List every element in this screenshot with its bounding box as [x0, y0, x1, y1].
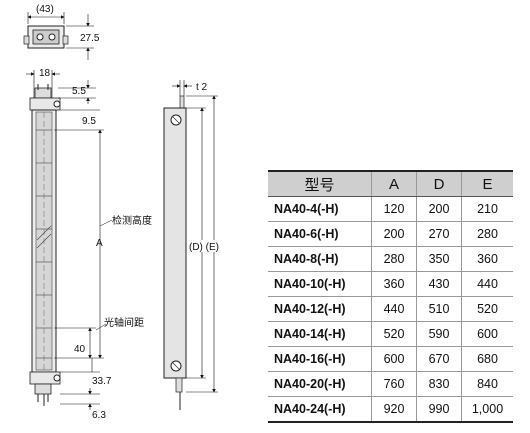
- dim-offset-5-5: 5.5: [72, 86, 86, 97]
- front-view: 18: [26, 68, 152, 421]
- table-row: NA40-8(-H) 280 350 360: [268, 246, 513, 272]
- table-row: NA40-16(-H) 600 670 680: [268, 346, 513, 372]
- cell-e: 840: [461, 371, 513, 397]
- table-row: NA40-14(-H) 520 590 600: [268, 321, 513, 347]
- cell-e: 440: [461, 271, 513, 297]
- cell-a: 920: [371, 396, 417, 423]
- cell-d: 510: [416, 296, 462, 322]
- cell-a: 360: [371, 271, 417, 297]
- dim-thickness: t 2: [196, 82, 208, 93]
- cell-d: 200: [416, 196, 462, 222]
- table-row: NA40-10(-H) 360 430 440: [268, 271, 513, 297]
- side-view: t 2 (D) (E): [163, 80, 224, 410]
- cell-a: 520: [371, 321, 417, 347]
- cell-d: 270: [416, 221, 462, 247]
- header-model: 型号: [268, 170, 372, 197]
- cell-d: 350: [416, 246, 462, 272]
- header-a: A: [371, 170, 417, 197]
- cell-model: NA40-14(-H): [268, 321, 372, 347]
- table-header-row: 型号 A D E: [268, 170, 513, 197]
- cell-e: 520: [461, 296, 513, 322]
- table-row: NA40-20(-H) 760 830 840: [268, 371, 513, 397]
- dim-top-height: 27.5: [80, 33, 100, 44]
- dim-a-label: A: [96, 238, 103, 249]
- cell-model: NA40-6(-H): [268, 221, 372, 247]
- table-row: NA40-4(-H) 120 200 210: [268, 196, 513, 222]
- cell-model: NA40-4(-H): [268, 196, 372, 222]
- cell-d: 830: [416, 371, 462, 397]
- cell-a: 200: [371, 221, 417, 247]
- cell-e: 1,000: [461, 396, 513, 423]
- table-row: NA40-24(-H) 920 990 1,000: [268, 396, 513, 423]
- cell-d: 670: [416, 346, 462, 372]
- cell-e: 600: [461, 321, 513, 347]
- cell-model: NA40-10(-H): [268, 271, 372, 297]
- header-d: D: [416, 170, 462, 197]
- top-view: (43) 27.5: [23, 4, 100, 60]
- dim-offset-6-3: 6.3: [92, 410, 106, 421]
- technical-drawing: (43) 27.5 18: [23, 4, 224, 421]
- cell-d: 430: [416, 271, 462, 297]
- header-e: E: [461, 170, 513, 197]
- dim-side-width: 18: [39, 68, 51, 79]
- cell-a: 440: [371, 296, 417, 322]
- dim-offset-33-7: 33.7: [92, 376, 112, 387]
- cell-d: 590: [416, 321, 462, 347]
- cell-a: 280: [371, 246, 417, 272]
- cell-a: 600: [371, 346, 417, 372]
- annotation-beam-pitch: 光轴间距: [104, 316, 144, 329]
- spec-table: 型号 A D E NA40-4(-H) 120 200 210 NA40-6(-…: [268, 170, 513, 423]
- dim-top-width: (43): [36, 4, 54, 15]
- cell-a: 760: [371, 371, 417, 397]
- table-row: NA40-12(-H) 440 510 520: [268, 296, 513, 322]
- annotation-detection-height: 检测高度: [112, 214, 152, 227]
- dim-offset-40: 40: [74, 344, 86, 355]
- table-row: NA40-6(-H) 200 270 280: [268, 221, 513, 247]
- cell-e: 360: [461, 246, 513, 272]
- dim-offset-9-5: 9.5: [82, 116, 96, 127]
- cell-a: 120: [371, 196, 417, 222]
- cell-d: 990: [416, 396, 462, 423]
- cell-e: 680: [461, 346, 513, 372]
- cell-model: NA40-20(-H): [268, 371, 372, 397]
- cell-model: NA40-16(-H): [268, 346, 372, 372]
- cell-model: NA40-8(-H): [268, 246, 372, 272]
- cell-model: NA40-12(-H): [268, 296, 372, 322]
- cell-e: 280: [461, 221, 513, 247]
- cell-model: NA40-24(-H): [268, 396, 372, 423]
- cell-e: 210: [461, 196, 513, 222]
- dim-d-e-label: (D) (E): [189, 242, 219, 253]
